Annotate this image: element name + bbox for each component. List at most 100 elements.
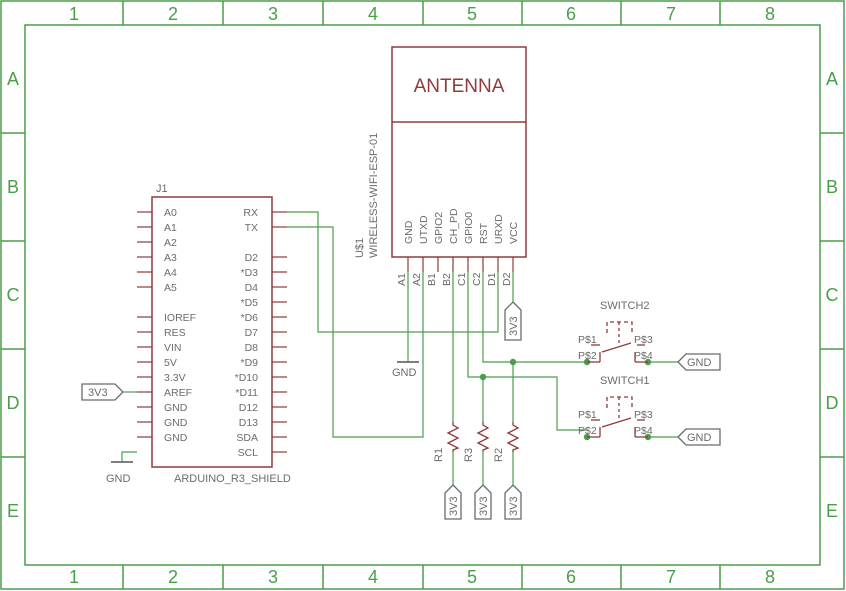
supply-gnd-switch1: GND <box>677 428 721 446</box>
switch1-pin-p1: P$1 <box>578 409 597 421</box>
arduino-pin-label: A4 <box>164 267 177 279</box>
esp-ref-label: U$1 <box>354 238 366 258</box>
supply-gnd-arduino: GND <box>106 461 133 485</box>
arduino-body <box>151 196 273 468</box>
esp-pin-label: URXD <box>493 214 505 244</box>
esp-name-label: WIRELESS-WIFI-ESP-01 <box>368 133 380 258</box>
arduino-pin-label: GND <box>164 432 188 444</box>
switch1: SWITCH1 P$1 P$2 P$3 P$4 <box>578 375 653 438</box>
esp-pin-stubs <box>407 257 514 272</box>
supply-symbols: 3V3 GND GND 3V3 GND GND 3V3 <box>81 301 721 520</box>
row-label: A <box>7 69 19 89</box>
supply-gnd-label: GND <box>687 357 712 369</box>
switch2-pin-p1: P$1 <box>578 334 597 346</box>
supply-3v3-r2: 3V3 <box>504 484 522 520</box>
supply-3v3-label: 3V3 <box>88 387 108 399</box>
resistor-r1: R1 <box>433 422 460 462</box>
arduino-pin-label: A1 <box>164 222 177 234</box>
arduino-right-pin-labels: RXTXD2*D3D4*D5*D6D7D8*D9*D10*D11D12D13SD… <box>235 207 259 459</box>
arduino-pin-label: D4 <box>245 282 259 294</box>
esp-pad-label: B2 <box>441 273 453 286</box>
frame-row-labels-right: A B C D E <box>826 69 839 521</box>
resistor-r2: R2 <box>493 422 520 462</box>
arduino-pin-label: A2 <box>164 237 177 249</box>
column-label: 2 <box>168 4 178 24</box>
switch1-symbol <box>587 396 648 438</box>
column-label: 3 <box>268 4 278 24</box>
antenna-label: ANTENNA <box>414 76 505 97</box>
supply-3v3-label: 3V3 <box>478 496 490 516</box>
supply-3v3-r3: 3V3 <box>474 484 492 520</box>
arduino-shield-j1: J1 ARDUINO_R3_SHIELD A0A1A2A3A4A5IOREFRE… <box>137 183 291 485</box>
resistor-r1-label: R1 <box>433 448 445 462</box>
frame-row-dividers <box>1 132 844 458</box>
arduino-pin-label: *D9 <box>240 357 258 369</box>
net-tx-to-utxd <box>287 226 424 438</box>
arduino-pin-label: *D11 <box>235 387 258 399</box>
frame-column-labels-top: 1 2 3 4 5 6 7 8 <box>69 4 775 24</box>
arduino-pin-label: RES <box>164 327 186 339</box>
row-label: A <box>826 69 838 89</box>
esp-pin-label: RST <box>478 222 490 244</box>
esp-pin-label: CH_PD <box>448 208 460 244</box>
supply-3v3-arduino: 3V3 <box>81 383 124 401</box>
column-label: 4 <box>368 4 378 24</box>
supply-gnd-esp: GND <box>392 361 419 379</box>
switch1-name-label: SWITCH1 <box>600 375 650 387</box>
arduino-pin-label: *D3 <box>240 267 258 279</box>
supply-gnd-label: GND <box>687 432 712 444</box>
row-label: E <box>826 501 838 521</box>
resistor-r3: R3 <box>463 422 490 462</box>
arduino-pin-label: A5 <box>164 282 177 294</box>
column-label: 2 <box>168 567 178 587</box>
switch1-pin-p3: P$3 <box>634 409 653 421</box>
switch2-pin-p3: P$3 <box>634 334 653 346</box>
switch1-pin-p4: P$4 <box>634 425 653 437</box>
esp-pin-label: UTXD <box>418 215 430 244</box>
esp-pad-label: A1 <box>396 273 408 286</box>
arduino-pin-label: A3 <box>164 252 177 264</box>
supply-gnd-label: GND <box>106 473 131 485</box>
arduino-pin-label: *D6 <box>240 312 258 324</box>
column-label: 1 <box>69 4 79 24</box>
net-rst-switch2 <box>482 272 587 363</box>
arduino-pin-label: A0 <box>164 207 177 219</box>
arduino-pin-label: RX <box>243 207 258 219</box>
supply-3v3-label: 3V3 <box>508 496 520 516</box>
esp-pin-label: GPIO2 <box>433 212 445 244</box>
supply-3v3-esp-vcc: 3V3 <box>504 301 522 341</box>
switch2-pin-p2: P$2 <box>578 350 597 362</box>
frame-row-labels-left: A B C D E <box>7 69 20 521</box>
column-label: 7 <box>666 567 676 587</box>
arduino-ref-label: J1 <box>156 183 168 195</box>
arduino-pin-label: *D10 <box>235 372 259 384</box>
arduino-pin-label: SDA <box>236 432 258 444</box>
column-label: 1 <box>69 567 79 587</box>
arduino-pin-label: GND <box>164 402 188 414</box>
arduino-pin-label: GND <box>164 417 188 429</box>
arduino-pin-label: D12 <box>239 402 258 414</box>
row-label: B <box>826 177 838 197</box>
switch2-name-label: SWITCH2 <box>600 300 650 312</box>
nets <box>121 211 678 485</box>
switch2-pin-p4: P$4 <box>634 350 653 362</box>
arduino-pin-label: SCL <box>238 447 259 459</box>
esp-pin-label: GND <box>403 220 415 244</box>
arduino-pin-label: IOREF <box>164 312 196 324</box>
row-label: C <box>826 285 839 305</box>
supply-gnd-label: GND <box>392 367 417 379</box>
row-label: C <box>7 285 20 305</box>
column-label: 7 <box>666 4 676 24</box>
esp-pad-label: C1 <box>456 272 468 286</box>
supply-3v3-r1: 3V3 <box>444 484 462 520</box>
column-label: 8 <box>765 567 775 587</box>
resistor-r3-label: R3 <box>463 448 475 462</box>
column-label: 3 <box>268 567 278 587</box>
switch1-pin-p2: P$2 <box>578 425 597 437</box>
arduino-pin-label: VIN <box>164 342 182 354</box>
esp-pad-label: D2 <box>501 272 513 286</box>
arduino-pin-label: D2 <box>245 252 259 264</box>
